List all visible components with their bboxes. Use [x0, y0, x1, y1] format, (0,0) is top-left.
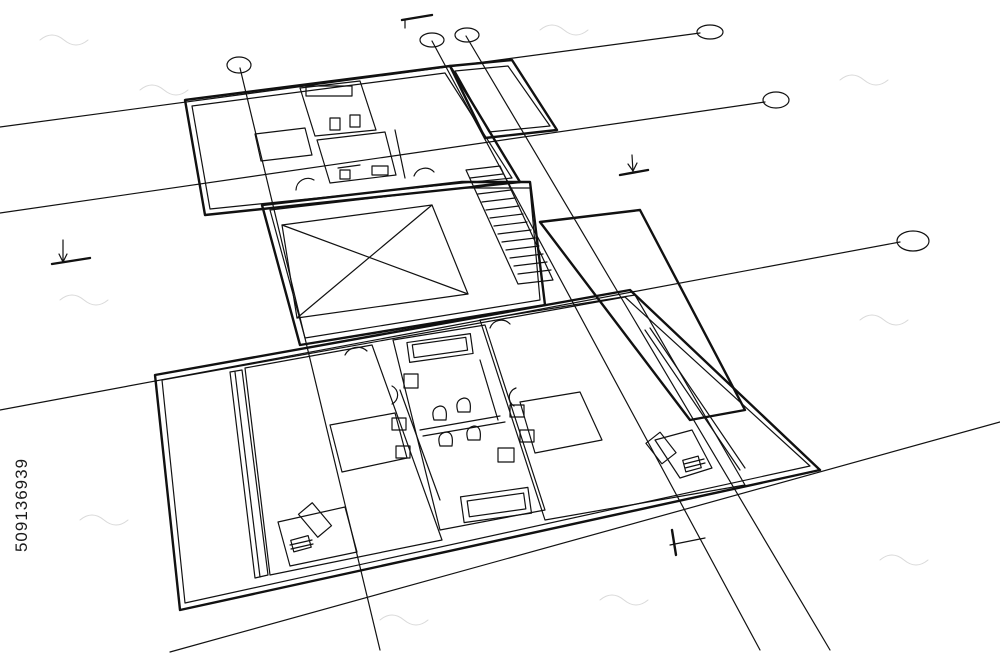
- stair: [465, 165, 554, 285]
- section-marker-top: [400, 13, 434, 29]
- grid-lines: [0, 32, 1000, 653]
- watermark-pattern: [39, 24, 929, 626]
- toilet-1: [432, 405, 447, 421]
- bed-left: [329, 412, 408, 473]
- bathtub-upper: [406, 333, 474, 363]
- section-marker-right: [618, 154, 650, 177]
- grid-bubble-6: [896, 230, 930, 252]
- toilet-2: [456, 397, 471, 413]
- grid-bubble-3: [454, 27, 480, 43]
- desk-left: [277, 502, 358, 567]
- bed-right: [519, 391, 603, 454]
- grid-bubble-1: [226, 56, 252, 74]
- grid-bubble-4: [696, 24, 724, 40]
- grid-bubble-5: [762, 91, 790, 109]
- grid-bubble-2: [419, 32, 445, 48]
- bathtub-lower: [459, 486, 533, 524]
- core-area: [260, 165, 747, 422]
- courtyard-void: [281, 204, 469, 319]
- stock-id-label: 509136939: [2, 405, 42, 605]
- desk-right: [645, 429, 713, 479]
- section-markers: [50, 13, 706, 557]
- stock-id-text: 509136939: [12, 457, 31, 553]
- grid-bubbles: [226, 24, 930, 252]
- section-marker-bottom: [669, 528, 706, 557]
- lower-wing: [153, 288, 822, 612]
- section-marker-left: [50, 239, 92, 266]
